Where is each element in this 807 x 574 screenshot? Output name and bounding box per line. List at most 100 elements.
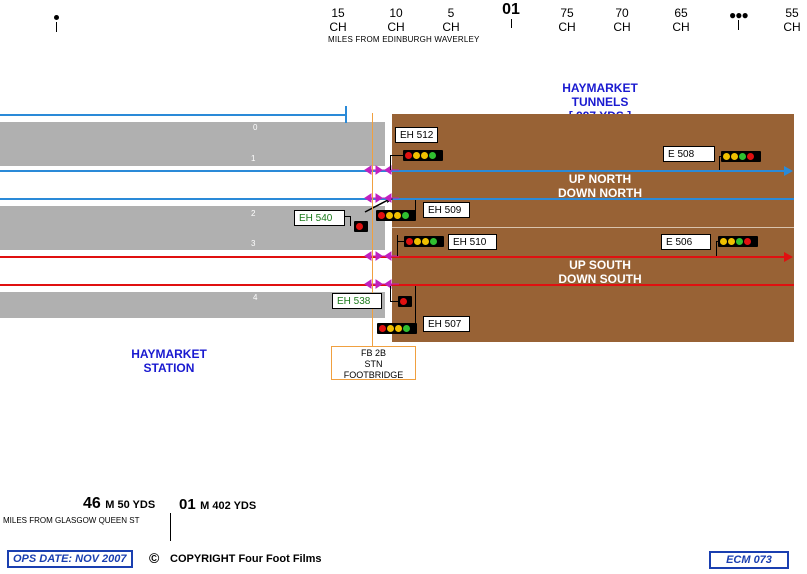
- signal-post: [345, 216, 350, 217]
- copyright-icon: ©: [149, 550, 160, 566]
- up-south-label: UP SOUTH: [569, 258, 631, 272]
- signal-e508-head: [721, 151, 761, 162]
- red-lamp-icon: [744, 238, 751, 245]
- down-south-line: [0, 284, 794, 286]
- yellow-lamp-icon: [731, 153, 738, 160]
- chainage-unit: CH: [387, 20, 405, 34]
- signal-post: [390, 286, 391, 302]
- chainage-10: 10 CH: [376, 6, 416, 34]
- chainage-5: 5 CH: [431, 6, 471, 34]
- green-lamp-icon: [403, 325, 410, 332]
- tunnel-area: [392, 114, 794, 342]
- mileage-right: 01 M 402 YDS: [179, 496, 256, 514]
- signal-eh512-label: EH 512: [395, 127, 439, 143]
- south-lines-label: UP SOUTH DOWN SOUTH: [540, 258, 660, 286]
- siding-line: [0, 114, 346, 116]
- signal-eh507-head: [377, 323, 417, 334]
- milepost-icon: [54, 15, 59, 20]
- chainage-unit: CH: [558, 20, 576, 34]
- platform-number: 1: [251, 154, 256, 163]
- miles-from-label: MILES FROM EDINBURGH WAVERLEY: [328, 35, 480, 44]
- ops-date-badge: OPS DATE: NOV 2007: [7, 550, 133, 568]
- signal-post: [716, 241, 719, 242]
- footbridge-marker-line: [372, 113, 373, 346]
- red-lamp-icon: [406, 238, 413, 245]
- red-lamp-icon: [379, 325, 386, 332]
- diagram-ref-badge: ECM 073: [709, 551, 789, 569]
- direction-markers: [364, 165, 399, 289]
- signal-post: [415, 200, 416, 216]
- signal-eh538-head: [398, 296, 412, 307]
- arrow-right-icon: [784, 166, 793, 176]
- signal-e506-label: E 506: [661, 234, 711, 250]
- yellow-lamp-icon: [421, 152, 428, 159]
- mileage-marker-tick: [170, 513, 171, 541]
- signal-eh509-label: EH 509: [423, 202, 470, 218]
- chainage-number: 15: [331, 6, 345, 20]
- mileage-caption: MILES FROM GLASGOW QUEEN ST: [3, 516, 140, 525]
- chainage-number: 55: [785, 6, 799, 20]
- copyright-text: COPYRIGHT Four Foot Films: [170, 553, 322, 565]
- red-lamp-icon: [400, 298, 407, 305]
- signal-post: [390, 301, 399, 302]
- chainage-unit: CH: [329, 20, 347, 34]
- arrow-right-icon: [784, 252, 793, 262]
- footbridge-line3: FOOTBRIDGE: [343, 370, 404, 380]
- chainage-unit: CH: [672, 20, 690, 34]
- green-lamp-icon: [430, 238, 437, 245]
- milepost-tick: [738, 20, 739, 30]
- platform-0-1: [0, 122, 385, 166]
- green-lamp-icon: [429, 152, 436, 159]
- milepost-dots-icon: ●●●: [729, 8, 749, 22]
- yellow-lamp-icon: [723, 153, 730, 160]
- down-north-label: DOWN NORTH: [558, 186, 642, 200]
- chainage-55: 55 CH: [772, 6, 807, 34]
- chainage-number: 70: [615, 6, 629, 20]
- tunnel-name: HAYMARKET TUNNELS: [562, 81, 638, 109]
- red-lamp-icon: [356, 223, 363, 230]
- chainage-70: 70 CH: [602, 6, 642, 34]
- chainage-number: 5: [447, 6, 455, 20]
- buffer-stop: [345, 106, 347, 123]
- station-name-line2: STATION: [143, 361, 195, 375]
- up-south-line: [0, 256, 786, 258]
- signal-post: [390, 155, 391, 170]
- footbridge-line2: STN: [364, 359, 383, 369]
- signal-eh538-label: EH 538: [332, 293, 382, 309]
- chainage-unit: CH: [783, 20, 801, 34]
- station-label: HAYMARKET STATION: [119, 347, 219, 375]
- chainage-15: 15 CH: [318, 6, 358, 34]
- chainage-01: 01: [491, 1, 531, 28]
- footbridge-line1: FB 2B: [360, 348, 386, 358]
- tunnel-divider: [392, 227, 794, 228]
- red-lamp-icon: [378, 212, 385, 219]
- chainage-number: 01: [502, 1, 520, 18]
- station-name-line1: HAYMARKET: [131, 347, 207, 361]
- footbridge-box: FB 2B STN FOOTBRIDGE: [331, 346, 416, 380]
- platform-number: 4: [253, 293, 258, 302]
- signal-post: [719, 156, 722, 157]
- yellow-lamp-icon: [387, 325, 394, 332]
- platform-number: 2: [251, 209, 256, 218]
- platform-number: 0: [253, 123, 258, 132]
- signal-eh540-label: EH 540: [294, 210, 345, 226]
- milepost-tick: [510, 19, 512, 28]
- signal-eh507-label: EH 507: [423, 316, 470, 332]
- yellow-lamp-icon: [386, 212, 393, 219]
- signal-post: [397, 241, 405, 242]
- signal-eh509-head: [376, 210, 416, 221]
- mileage-right-miles: 01: [179, 496, 196, 513]
- up-north-label: UP NORTH: [568, 172, 632, 186]
- chainage-number: 10: [389, 6, 403, 20]
- signal-eh512-head: [403, 150, 443, 161]
- mileage-left-miles: 46: [83, 495, 101, 512]
- up-north-line: [0, 170, 786, 172]
- red-lamp-icon: [747, 153, 754, 160]
- signal-post: [397, 235, 398, 256]
- chainage-number: 65: [674, 6, 688, 20]
- yellow-lamp-icon: [413, 152, 420, 159]
- signal-post: [390, 155, 404, 156]
- signal-eh540-head: [354, 221, 368, 232]
- chainage-unit: CH: [613, 20, 631, 34]
- chainage-number: 75: [560, 6, 574, 20]
